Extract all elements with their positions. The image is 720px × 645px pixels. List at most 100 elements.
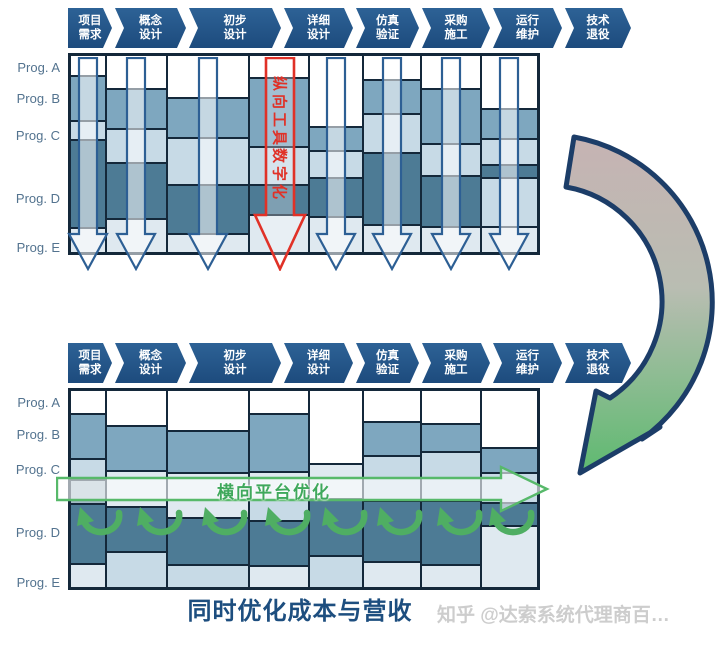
stage-label-line1: 项目 [78, 349, 102, 362]
mosaic-block [106, 553, 167, 587]
stage-label-line2: 施工 [444, 29, 468, 41]
white-down-arrow-icon [187, 57, 230, 271]
white-down-arrow-icon [370, 57, 413, 271]
program-row-label: Prog. B [16, 427, 60, 442]
mosaic-block [71, 460, 105, 479]
stage-label-line1: 运行 [516, 349, 539, 362]
stage-column [309, 391, 362, 587]
cycle-arrow-icon [202, 507, 248, 536]
mosaic-block [309, 391, 362, 464]
stage-label-line2: 设计 [139, 364, 162, 376]
mosaic-block [250, 148, 308, 185]
program-row-label: Prog. A [17, 395, 60, 410]
stage-label-line1: 初步 [223, 14, 247, 27]
stage-chevron-bar-bottom: 项目需求概念设计初步设计详细设计仿真验证采购施工运行维护技术退役 [68, 343, 548, 383]
horizontal-arrow-label: 横向平台优化 [217, 483, 331, 502]
mosaic-block [363, 391, 421, 422]
stage-label-line1: 技术 [586, 14, 610, 27]
mosaic-block [422, 566, 481, 587]
mosaic-block [250, 501, 308, 520]
program-row-label: Prog. C [15, 462, 60, 477]
stage-label-line1: 初步 [223, 349, 247, 362]
stage-label-line1: 项目 [78, 14, 102, 27]
cycle-arrow-icon [137, 507, 183, 536]
mosaic-block [422, 391, 481, 423]
program-row-label: Prog. D [15, 525, 60, 540]
program-row-label: Prog. D [15, 191, 60, 206]
mosaic-block [250, 566, 308, 587]
stage-label-line2: 设计 [139, 29, 162, 41]
stage-label-line1: 技术 [586, 349, 610, 362]
mosaic-block [250, 78, 308, 147]
mosaic-block [250, 415, 308, 472]
mosaic-block [309, 556, 362, 587]
stage-label-line2: 设计 [223, 29, 247, 41]
mosaic-block [106, 391, 167, 425]
cycle-arrow-icon [322, 507, 368, 536]
stage-label-line2: 验证 [376, 364, 399, 376]
mosaic-block [482, 449, 537, 472]
stage-label-line2: 需求 [78, 29, 102, 41]
stage-chevron: 概念设计 [115, 8, 186, 48]
white-down-arrow-icon [429, 57, 472, 271]
stage-label-line1: 运行 [516, 14, 539, 27]
stage-label-line1: 仿真 [376, 349, 399, 362]
cycle-arrow-icon [489, 507, 535, 536]
stage-chevron: 仿真验证 [356, 8, 419, 48]
stage-label-line2: 退役 [586, 364, 610, 376]
vertical-arrow-label: 纵向工具数字化 [270, 75, 288, 202]
mosaic-block [168, 391, 249, 431]
mosaic-block [422, 424, 481, 452]
stage-label-line1: 仿真 [376, 14, 399, 27]
stage-label-line2: 验证 [376, 29, 399, 41]
cycle-arrow-icon [265, 507, 311, 536]
vertical-digitalization-arrow: 纵向工具数字化 [252, 56, 308, 273]
program-row-label: Prog. A [17, 60, 60, 75]
cycle-arrow-icon [377, 507, 423, 536]
stage-label-line1: 采购 [444, 349, 468, 362]
white-down-arrow-icon [314, 57, 357, 271]
mosaic-block [363, 562, 421, 587]
stage-column [71, 391, 105, 587]
stage-chevron: 运行维护 [493, 8, 562, 48]
mosaic-block [71, 415, 105, 459]
stage-chevron: 详细设计 [284, 8, 353, 48]
stage-chevron: 技术退役 [565, 8, 631, 48]
green-right-arrow-icon [55, 465, 550, 513]
program-row-label: Prog. B [16, 91, 60, 106]
stage-label-line2: 设计 [307, 29, 330, 41]
stage-chevron: 概念设计 [115, 343, 186, 383]
mosaic-block [168, 432, 249, 472]
stage-column [250, 56, 308, 253]
stage-chevron: 详细设计 [284, 343, 353, 383]
mosaic-block [363, 423, 421, 456]
stage-label-line2: 设计 [223, 364, 247, 376]
stage-label-line2: 需求 [78, 364, 102, 376]
stage-chevron: 仿真验证 [356, 343, 419, 383]
white-down-arrow-icon [487, 57, 530, 271]
mosaic-block [250, 186, 308, 215]
mosaic-block [71, 391, 105, 414]
stage-chevron: 运行维护 [493, 343, 562, 383]
program-row-label: Prog. E [16, 575, 60, 590]
stage-chevron: 技术退役 [565, 343, 631, 383]
stage-chevron: 项目需求 [68, 8, 112, 48]
stage-label-line2: 维护 [516, 364, 539, 376]
watermark: 知乎 @达索系统代理商百… [437, 605, 670, 626]
stage-chevron: 初步设计 [189, 8, 281, 48]
cycle-arrow-icon [77, 507, 123, 536]
program-row-label: Prog. C [15, 128, 60, 143]
stage-label-line2: 退役 [586, 29, 610, 41]
red-down-arrow-icon [252, 56, 308, 273]
stage-chevron: 项目需求 [68, 343, 112, 383]
white-down-arrow-icon [115, 57, 158, 271]
horizontal-platform-arrow: 横向平台优化 [55, 465, 550, 513]
stage-chevron: 采购施工 [422, 343, 490, 383]
mosaic-block [106, 426, 167, 471]
mosaic-block [168, 566, 249, 588]
diagram-caption: 同时优化成本与营收 [187, 598, 413, 625]
stage-label-line1: 采购 [444, 14, 468, 27]
stage-label-line1: 概念 [139, 349, 162, 362]
mosaic-block [250, 391, 308, 414]
stage-label-line2: 设计 [307, 364, 330, 376]
